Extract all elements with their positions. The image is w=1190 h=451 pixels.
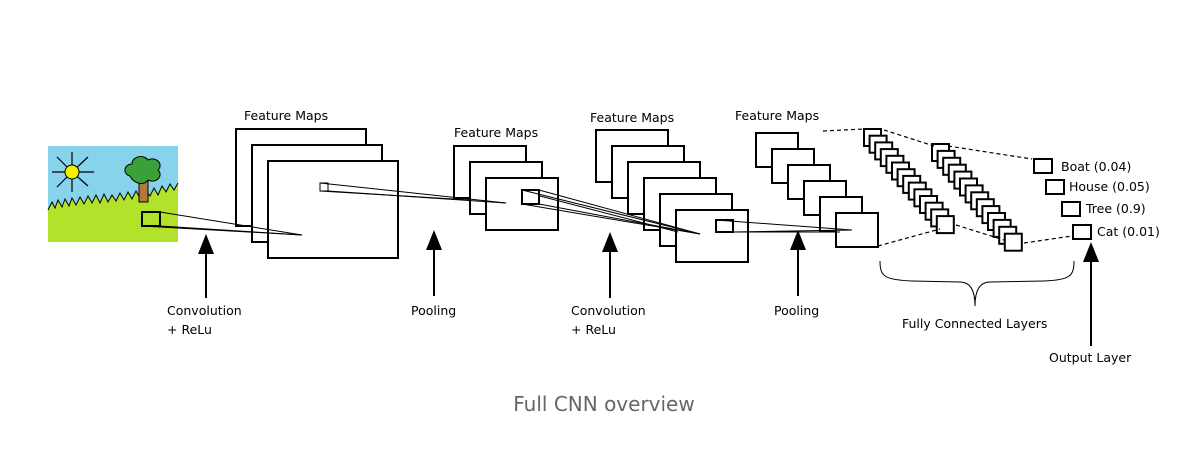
label-conv2-line1: Convolution [571,303,646,318]
label-feature-maps-2: Feature Maps [454,125,538,140]
pool1-connection-lines [319,182,507,204]
label-feature-maps-3: Feature Maps [590,110,674,125]
feature-maps-pool1 [453,145,559,231]
fc-dashed-lines [822,128,1073,247]
label-feature-maps-4: Feature Maps [735,108,819,123]
fc-brace [879,260,1075,307]
label-output-layer: Output Layer [1049,350,1132,365]
conv1-connection-lines [141,211,303,236]
stage-arrows [198,230,1099,346]
output-node-cat [1072,224,1092,240]
fc-node [1003,232,1023,252]
figure-caption: Full CNN overview [513,392,694,416]
tree-icon [124,156,161,203]
output-label-tree: Tree (0.9) [1085,201,1146,216]
output-node-tree [1061,201,1081,217]
feature-maps-pool2 [755,132,879,248]
label-pool2: Pooling [774,303,819,318]
label-feature-maps-1: Feature Maps [244,108,328,123]
sun-icon [52,152,94,192]
output-nodes [1033,158,1092,240]
receptive-field-box [141,211,161,227]
output-label-cat: Cat (0.01) [1097,224,1160,239]
output-label-house: House (0.05) [1069,179,1150,194]
label-pool1: Pooling [411,303,456,318]
conv2-connection-lines [521,189,701,235]
label-conv1-line1: Convolution [167,303,242,318]
output-node-house [1045,179,1065,195]
input-image [47,146,179,242]
fc-node [935,215,955,235]
conv2-patch [715,219,734,233]
label-conv2-line2: + ReLu [571,322,616,337]
label-fully-connected: Fully Connected Layers [902,316,1047,331]
feature-maps-conv1 [235,128,399,259]
output-label-boat: Boat (0.04) [1061,159,1131,174]
fully-connected-layer-2 [931,143,1023,252]
feature-maps-conv2 [595,129,749,263]
fully-connected-layer-1 [863,128,955,235]
label-conv1-line2: + ReLu [167,322,212,337]
output-node-boat [1033,158,1053,174]
